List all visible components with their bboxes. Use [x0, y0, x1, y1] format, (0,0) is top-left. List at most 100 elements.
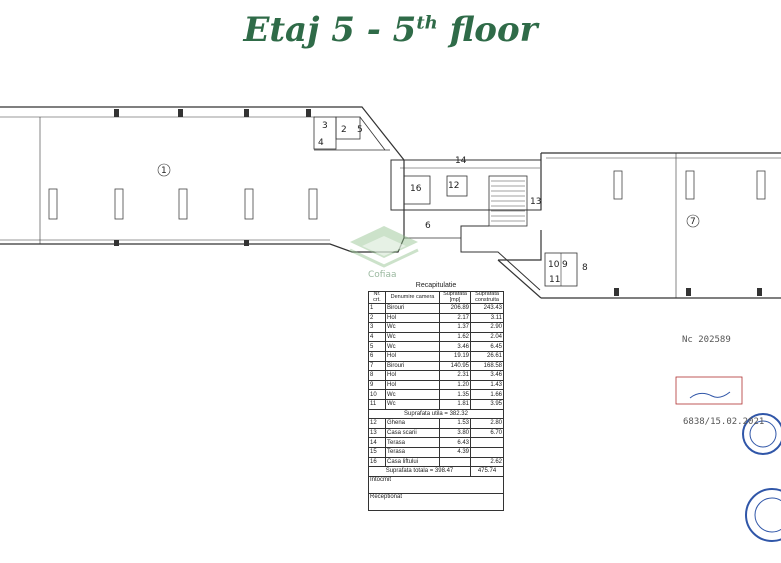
room-label: 1 [161, 166, 167, 176]
table-cell: Hol [385, 379, 440, 391]
table-cell: 14 [368, 437, 386, 448]
room-label: 6 [425, 221, 431, 231]
room-label: 13 [530, 197, 541, 207]
cadastral-number: Nc 202589 [682, 335, 731, 345]
header-nr: Nr. crt. [368, 291, 386, 304]
plan-walls [0, 106, 781, 299]
table-cell: 1.53 [439, 418, 471, 429]
room-label: 12 [448, 181, 459, 191]
table-cell: 3.80 [439, 427, 471, 439]
table-cell: Wc [385, 398, 440, 410]
table-cell: 140.95 [439, 360, 471, 372]
columns [48, 170, 766, 220]
table-cell: 6.70 [470, 427, 504, 439]
table-cell: 3.95 [470, 398, 504, 410]
room-label: 8 [582, 263, 588, 273]
table-cell: 26.61 [470, 350, 504, 362]
header-name: Denumire camera [385, 291, 440, 304]
table-cell: Birouri [385, 360, 440, 372]
table-cell: 6.43 [439, 437, 471, 448]
room-label: 3 [322, 121, 328, 131]
table-cell: 7 [368, 360, 386, 372]
table-cell: 3.11 [470, 312, 504, 324]
table-cell: 12 [368, 418, 386, 429]
table-cell: 19.19 [439, 350, 471, 362]
table-cell: Hol [385, 350, 440, 362]
room-label: 2 [341, 125, 347, 135]
room-label: 10 [548, 260, 560, 270]
small-columns [114, 109, 762, 296]
round-seal-icon [745, 488, 781, 542]
table-cell: 2.80 [470, 418, 504, 429]
table-cell: 16 [368, 456, 386, 468]
table-cell: Wc [385, 341, 440, 352]
table-cell: Wc [385, 322, 440, 333]
table-cell: 3.46 [439, 341, 471, 352]
table-cell: 1.66 [470, 389, 504, 400]
table-cell: 4 [368, 331, 386, 343]
title-main: Etaj 5 - 5 [243, 10, 417, 50]
signoff-label: Intocmit [368, 475, 504, 494]
table-cell: 206.89 [439, 303, 471, 314]
table-cell: 11 [368, 398, 386, 410]
table-cell: 2.31 [439, 370, 471, 381]
room-label: 4 [318, 138, 324, 148]
table-cell: 8 [368, 370, 386, 381]
table-cell: Ghena [385, 418, 440, 429]
table-cell: 2.04 [470, 331, 504, 343]
table-cell: Wc [385, 331, 440, 343]
table-cell: 3 [368, 322, 386, 333]
title-rest: floor [437, 10, 538, 50]
signoff-row: Intocmit [368, 475, 504, 494]
table-cell: Casa scarii [385, 427, 440, 439]
table-cell: 2.62 [470, 456, 504, 468]
recap-table: Recapitulatie Nr. crt. Denumire camera S… [368, 282, 504, 511]
recap-header-row: Nr. crt. Denumire camera Suprafata [mp] … [368, 291, 504, 304]
room-label: 11 [549, 275, 560, 285]
table-cell: 10 [368, 389, 386, 400]
table-cell: 1.81 [439, 398, 471, 410]
table-cell: Hol [385, 312, 440, 324]
recap-caption: Recapitulatie [415, 282, 457, 289]
table-cell: 4.39 [439, 446, 471, 458]
table-cell: 6 [368, 350, 386, 362]
table-cell: 1.20 [439, 379, 471, 391]
signoff-label: Receptionat [368, 492, 504, 511]
room-label: 14 [455, 156, 467, 166]
stair-hatching [491, 180, 525, 222]
total-area-label: Suprafata totala = 398.47 [368, 466, 471, 477]
room-label: 9 [562, 260, 568, 270]
signature [689, 391, 731, 399]
room-label: 16 [410, 184, 422, 194]
table-cell: Terasa [385, 437, 440, 448]
watermark-text: Cofiaa [368, 270, 397, 280]
header-built-area: Suprafata construita [470, 291, 504, 304]
table-cell: Casa liftului [385, 456, 440, 468]
table-cell: 6.45 [470, 341, 504, 352]
table-cell: Terasa [385, 446, 440, 458]
table-cell: 1 [368, 303, 386, 314]
table-cell: 2.17 [439, 312, 471, 324]
table-cell: Hol [385, 370, 440, 381]
signoff-row: Receptionat [368, 492, 504, 511]
table-cell: 1.62 [439, 331, 471, 343]
watermark-logo-icon [349, 226, 419, 268]
room-label: 5 [357, 125, 363, 135]
useful-area-row: Suprafata utila = 382.32 [368, 408, 504, 420]
table-cell: 15 [368, 446, 386, 458]
